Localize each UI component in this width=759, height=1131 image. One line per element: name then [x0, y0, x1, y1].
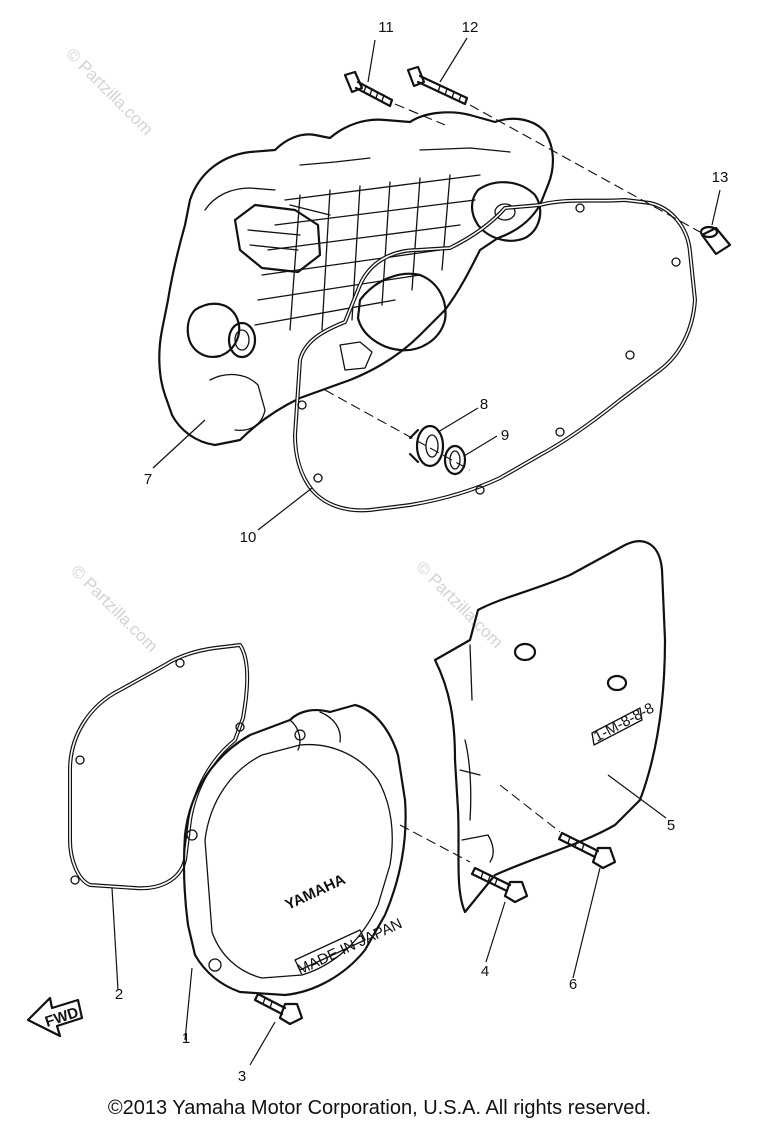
callout-5: 5: [667, 817, 675, 834]
callout-6: 6: [569, 976, 577, 993]
callout-8: 8: [480, 396, 488, 413]
callout-2: 2: [115, 986, 123, 1003]
callout-7: 7: [144, 471, 152, 488]
bolt-6: [557, 831, 617, 870]
copyright-notice: ©2013 Yamaha Motor Corporation, U.S.A. A…: [107, 1097, 652, 1119]
fwd-label: FWD: [43, 1004, 81, 1031]
cover-logo-yamaha: YAMAHA: [283, 871, 349, 914]
crankcase-cover-7: [158, 111, 554, 447]
callout-13: 13: [712, 169, 729, 186]
gasket-10: [293, 198, 697, 513]
callout-4: 4: [481, 963, 489, 980]
callout-1: 1: [182, 1030, 190, 1047]
bolt-12: [406, 65, 469, 106]
watermark-middle-left: © Partzilla.com: [67, 561, 161, 655]
callout-9: 9: [501, 427, 509, 444]
gasket-2: [68, 643, 250, 891]
callout-numbers: 1 2 3 4 5 6 7 8 9 10 11 12 13: [115, 19, 729, 1085]
callout-3: 3: [238, 1068, 246, 1085]
side-cover-5: 1-M-8-8-8: [433, 540, 667, 914]
oil-seal-8: [408, 424, 445, 468]
callout-11: 11: [378, 19, 394, 36]
watermarks: © Partzilla.com © Partzilla.com © Partzi…: [62, 44, 506, 655]
fwd-arrow-icon: FWD: [26, 996, 84, 1038]
callout-10: 10: [240, 529, 257, 546]
generator-cover-1: YAMAHA MADE IN JAPAN: [182, 703, 407, 997]
bolt-11: [343, 70, 394, 108]
bolt-3: [253, 992, 304, 1026]
side-cover-part-code: 1-M-8-8-8: [591, 700, 657, 746]
leader-lines: [111, 37, 721, 1066]
watermark-top-right: © Partzilla.com: [62, 44, 156, 138]
watermark-middle-right: © Partzilla.com: [412, 557, 506, 651]
cover-bolt-axis-line: [399, 784, 561, 863]
bolt-4: [470, 866, 529, 904]
seal-axis-line: [324, 389, 471, 471]
callout-12: 12: [462, 19, 479, 36]
circlip-9: [443, 444, 467, 476]
bolt-axis-line: [394, 103, 701, 233]
dowel-pin-13: [699, 225, 732, 256]
